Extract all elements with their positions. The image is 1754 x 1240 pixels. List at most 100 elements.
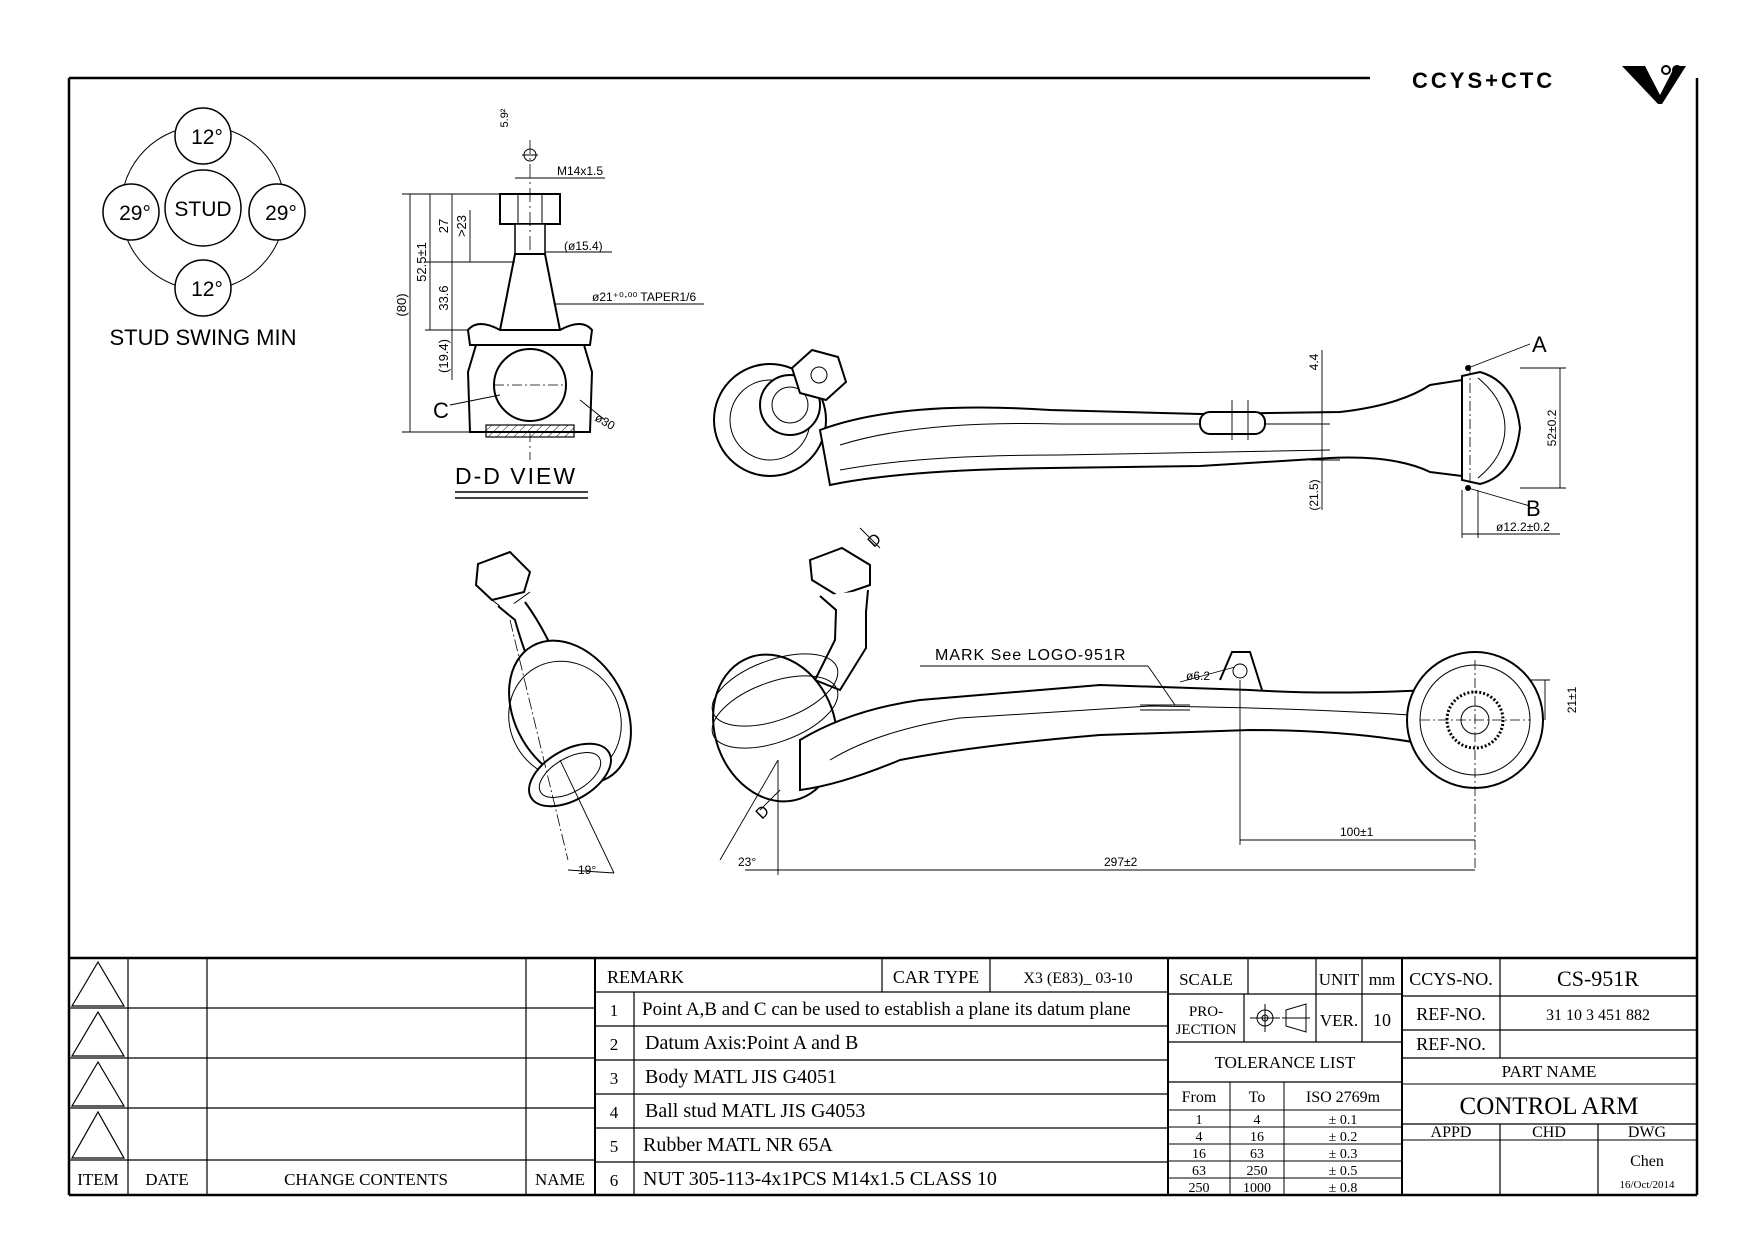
dim-4-4: 4.4 bbox=[1307, 353, 1321, 370]
drawing-frame bbox=[67, 76, 1699, 1197]
drawing-date: 16/Oct/2014 bbox=[1620, 1179, 1675, 1191]
dim-52-0-2: 52±0.2 bbox=[1545, 409, 1559, 446]
ref-no-value: 31 10 3 451 882 bbox=[1546, 1007, 1650, 1024]
rev-header-name: NAME bbox=[535, 1170, 585, 1189]
ver-label: VER. bbox=[1320, 1011, 1358, 1030]
unit-label: UNIT bbox=[1319, 970, 1360, 989]
remark-no: 1 bbox=[610, 1001, 619, 1020]
dim-angle-23: 23° bbox=[738, 855, 756, 869]
top-view: A B 4.4 (21.5) 52±0.2 ø12.2±0.2 bbox=[713, 332, 1566, 538]
dim-total-height: (80) bbox=[394, 293, 409, 316]
projection-symbol-icon bbox=[1250, 1003, 1310, 1033]
remark-no: 2 bbox=[610, 1035, 619, 1054]
car-type-value: X3 (E83)_ 03-10 bbox=[1023, 970, 1132, 987]
dim-27: 27 bbox=[436, 219, 451, 233]
iso-ball-joint: 19° bbox=[474, 550, 632, 877]
tol-header-from: From bbox=[1182, 1089, 1217, 1106]
swing-top-angle: 12° bbox=[191, 126, 223, 149]
swing-left-angle: 29° bbox=[119, 202, 151, 225]
point-b-label: B bbox=[1526, 496, 1541, 521]
car-type-label: CAR TYPE bbox=[893, 967, 979, 987]
section-d-top: D bbox=[865, 531, 885, 551]
remark-no: 4 bbox=[610, 1103, 619, 1122]
dim-297: 297±2 bbox=[1104, 855, 1138, 869]
dwg-value: Chen bbox=[1630, 1153, 1664, 1170]
remark-text: Ball stud MATL JIS G4053 bbox=[645, 1100, 865, 1122]
section-view-label: D-D VIEW bbox=[455, 463, 577, 489]
swing-center-label: STUD bbox=[174, 198, 231, 221]
stud-swing-diagram: STUD 12° 12° 29° 29° STUD SWING MIN bbox=[102, 107, 306, 350]
remark-header: REMARK bbox=[607, 967, 684, 987]
swing-right-angle: 29° bbox=[265, 202, 297, 225]
stud-circle bbox=[164, 169, 242, 247]
dim-hole: ø6.2 bbox=[1186, 669, 1210, 683]
mark-note: MARK See LOGO-951R bbox=[935, 647, 1126, 664]
tol-value: ± 0.2 bbox=[1329, 1130, 1358, 1145]
remark-no: 6 bbox=[610, 1171, 619, 1190]
dim-21-5: (21.5) bbox=[1307, 479, 1321, 510]
projection-label-1: PRO- bbox=[1189, 1004, 1223, 1020]
tol-header-to: To bbox=[1249, 1089, 1266, 1106]
point-a-label: A bbox=[1532, 332, 1547, 357]
tol-value: ± 0.1 bbox=[1329, 1113, 1358, 1128]
tol-to: 63 bbox=[1250, 1147, 1264, 1162]
tol-from: 1 bbox=[1196, 1113, 1203, 1128]
dim-19-4: (19.4) bbox=[436, 339, 451, 373]
ref-no-label: REF-NO. bbox=[1416, 1004, 1486, 1024]
dim-12-2: ø12.2±0.2 bbox=[1496, 520, 1550, 534]
remarks-table: REMARK CAR TYPE X3 (E83)_ 03-10 1 Point … bbox=[595, 958, 1169, 1195]
tol-from: 250 bbox=[1189, 1181, 1210, 1196]
rev-header-date: DATE bbox=[145, 1170, 188, 1189]
tol-to: 1000 bbox=[1243, 1181, 1271, 1196]
dim-thread: M14x1.5 bbox=[557, 164, 603, 178]
projection-label-2: JECTION bbox=[1176, 1022, 1237, 1038]
dim-21: 21±1 bbox=[1565, 686, 1579, 713]
tolerance-title: TOLERANCE LIST bbox=[1215, 1053, 1356, 1072]
tol-header-iso: ISO 2769m bbox=[1306, 1089, 1381, 1106]
ccys-no-label: CCYS-NO. bbox=[1409, 969, 1493, 989]
chd-label: CHD bbox=[1532, 1124, 1566, 1141]
dim-100: 100±1 bbox=[1340, 825, 1374, 839]
remark-no: 3 bbox=[610, 1069, 619, 1088]
tol-to: 4 bbox=[1254, 1113, 1261, 1128]
rev-header-item: ITEM bbox=[77, 1170, 119, 1189]
tol-from: 4 bbox=[1196, 1130, 1203, 1145]
tol-from: 63 bbox=[1192, 1164, 1206, 1179]
scale-block: SCALE UNIT mm PRO- JECTION VER. 10 bbox=[1168, 958, 1403, 1195]
remark-text: Point A,B and C can be used to establish… bbox=[642, 999, 1131, 1020]
side-view: D D MARK See LOGO-951R ø6.2 21±1 100±1 2… bbox=[711, 527, 1579, 875]
tol-to: 16 bbox=[1250, 1130, 1264, 1145]
brand-logo: CCYS+CTC bbox=[1412, 65, 1686, 104]
remark-text: Body MATL JIS G4051 bbox=[645, 1066, 837, 1088]
part-name-value: CONTROL ARM bbox=[1460, 1093, 1639, 1120]
brand-logo-text: CCYS+CTC bbox=[1412, 68, 1555, 93]
ccys-no-value: CS-951R bbox=[1557, 966, 1639, 991]
unit-value: mm bbox=[1369, 970, 1395, 989]
ver-value: 10 bbox=[1373, 1010, 1391, 1030]
appd-label: APPD bbox=[1431, 1124, 1472, 1141]
remark-no: 5 bbox=[610, 1137, 619, 1156]
remark-text: NUT 305-113-4x1PCS M14x1.5 CLASS 10 bbox=[643, 1168, 997, 1190]
tol-to: 250 bbox=[1247, 1164, 1268, 1179]
ref-no2-label: REF-NO. bbox=[1416, 1034, 1486, 1054]
dwg-label: DWG bbox=[1628, 1124, 1667, 1141]
tol-value: ± 0.3 bbox=[1329, 1147, 1358, 1162]
swing-bottom-angle: 12° bbox=[191, 278, 223, 301]
remark-text: Rubber MATL NR 65A bbox=[643, 1134, 833, 1156]
dim-pitch: 5.9² bbox=[499, 108, 511, 127]
revision-table: ITEM DATE CHANGE CONTENTS NAME bbox=[69, 956, 1697, 1195]
part-name-label: PART NAME bbox=[1502, 1062, 1597, 1081]
swing-title: STUD SWING MIN bbox=[110, 325, 297, 350]
tolerance-table: TOLERANCE LIST From To ISO 2769m 1 4 ± 0… bbox=[1168, 1053, 1402, 1196]
remark-text: Datum Axis:Point A and B bbox=[645, 1032, 858, 1054]
iso-angle-label: 19° bbox=[578, 863, 596, 877]
tol-value: ± 0.8 bbox=[1329, 1181, 1358, 1196]
title-block: CCYS-NO. CS-951R REF-NO. 31 10 3 451 882… bbox=[1402, 958, 1697, 1195]
dim-taper: ø21⁺⁰⋅⁰⁰ TAPER1/6 bbox=[592, 290, 697, 304]
section-d-bottom: D bbox=[753, 803, 773, 823]
dim-52-5: 52.5±1 bbox=[414, 242, 429, 282]
scale-label: SCALE bbox=[1179, 970, 1233, 989]
callout-c: C bbox=[433, 398, 449, 423]
tol-from: 16 bbox=[1192, 1147, 1206, 1162]
